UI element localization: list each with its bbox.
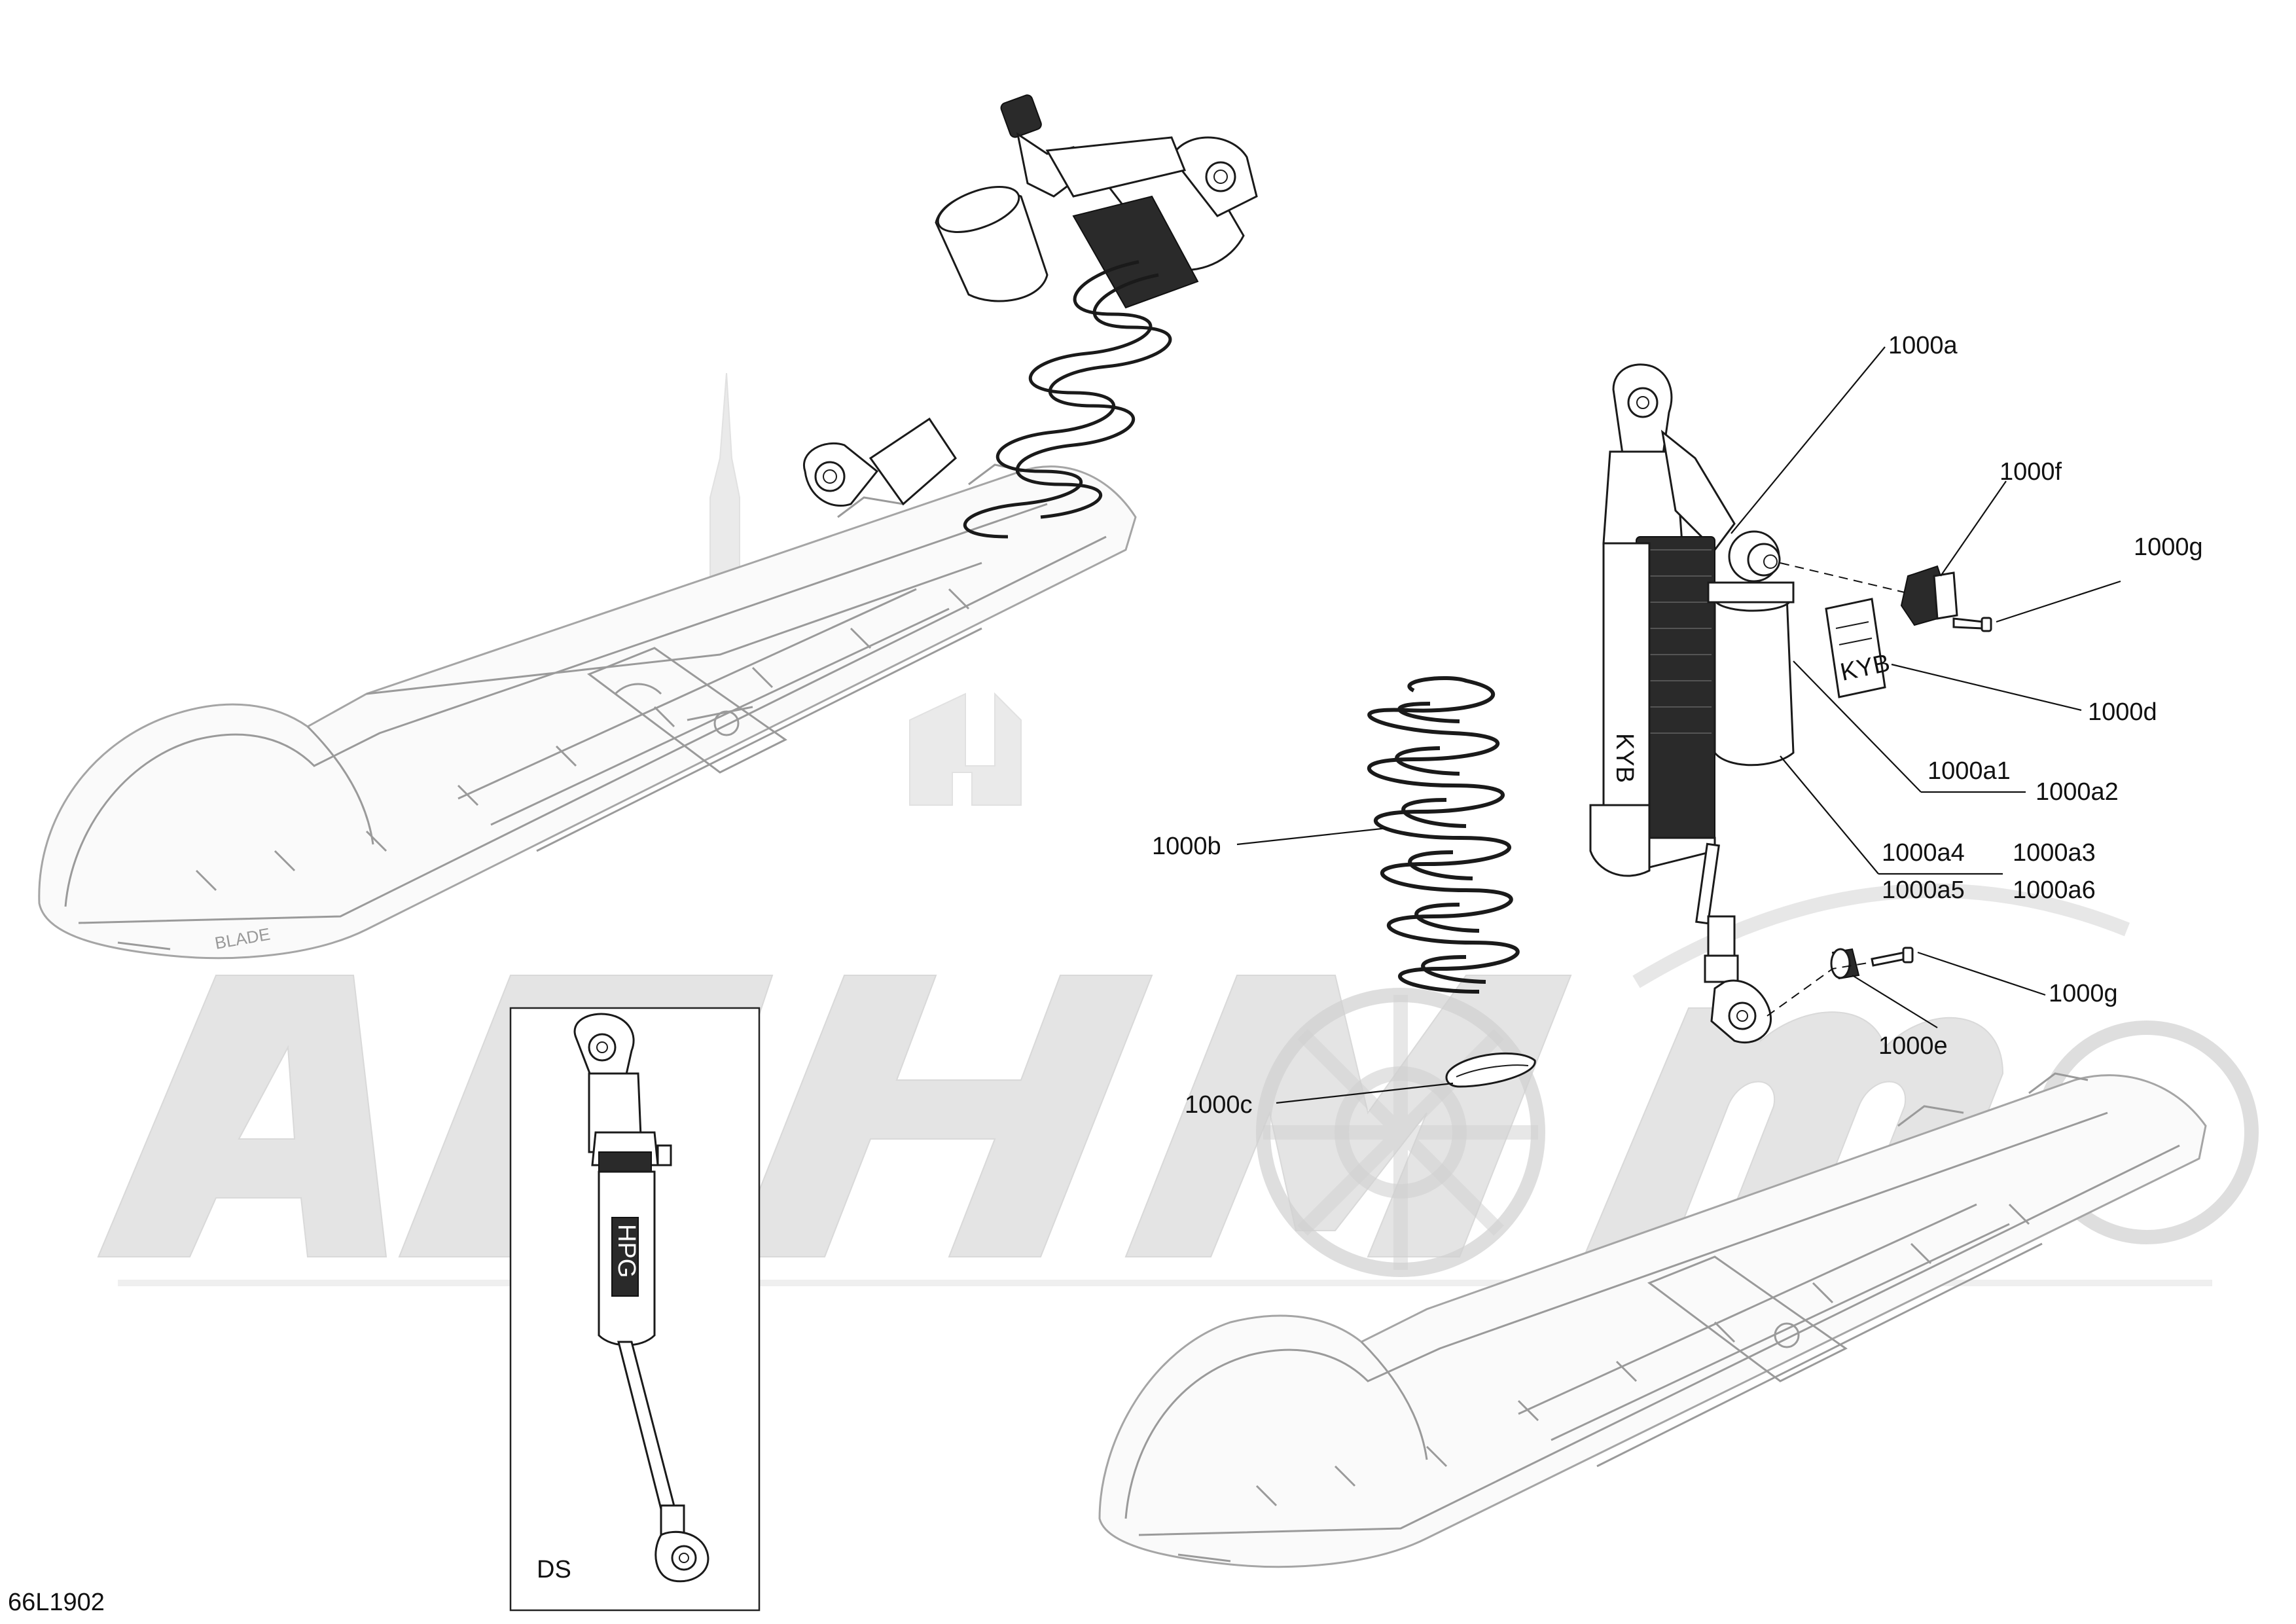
callout-1000g-top: 1000g bbox=[2134, 533, 2203, 561]
top-shock-assembly bbox=[802, 94, 1258, 539]
bolt-1000g-top bbox=[1952, 617, 1992, 632]
callout-1000a1: 1000a1 bbox=[1928, 757, 2011, 785]
callout-1000a2: 1000a2 bbox=[2036, 778, 2119, 806]
callout-1000d: 1000d bbox=[2088, 698, 2157, 726]
callout-1000a4: 1000a4 bbox=[1882, 839, 1965, 867]
callout-1000g-bottom: 1000g bbox=[2049, 980, 2118, 1007]
callout-1000f: 1000f bbox=[2000, 458, 2062, 486]
callout-1000b: 1000b bbox=[1152, 833, 1221, 860]
callout-1000a5: 1000a5 bbox=[1882, 876, 1965, 904]
watermark bbox=[97, 372, 2259, 1286]
callout-1000e: 1000e bbox=[1878, 1032, 1948, 1060]
spring-1000b bbox=[1367, 676, 1520, 994]
callout-labels: 1000a 1000f 1000g 1000d 1000a1 1000a2 10… bbox=[1152, 332, 2203, 1119]
shock-1000a: KYB bbox=[1589, 363, 1795, 1044]
callout-1000a: 1000a bbox=[1888, 332, 1958, 359]
callout-leaders bbox=[1236, 346, 2121, 1104]
callout-1000a3: 1000a3 bbox=[2013, 839, 2096, 867]
assembly-line-top bbox=[1780, 562, 1905, 593]
ski-bottom-right bbox=[1098, 1072, 2207, 1568]
decal-1000d: KYB bbox=[1825, 598, 1892, 698]
hpg-logo: HPG bbox=[613, 1224, 640, 1278]
diagram-code: 66L1902 bbox=[8, 1589, 105, 1616]
knob-1000f bbox=[1900, 565, 1958, 626]
callout-1000a6: 1000a6 bbox=[2013, 876, 2096, 904]
kyb-logo-main: KYB bbox=[1611, 733, 1638, 783]
nut-1000e bbox=[1830, 948, 1860, 980]
ds-inset: HPG DS bbox=[509, 1007, 761, 1612]
assembly-line-bottom bbox=[1767, 962, 1873, 1017]
callout-1000c: 1000c bbox=[1185, 1091, 1253, 1119]
bolt-1000g-bottom bbox=[1871, 947, 1914, 967]
ski-top-left: BLADE bbox=[38, 463, 1137, 960]
ds-inset-label: DS bbox=[537, 1556, 571, 1583]
